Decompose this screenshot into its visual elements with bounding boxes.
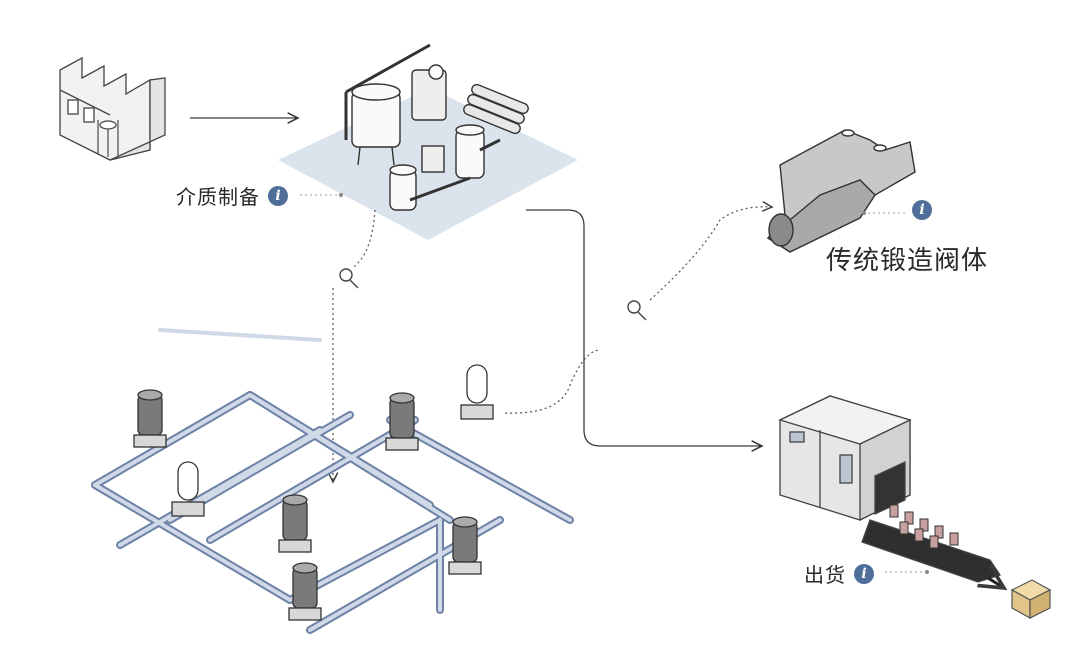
motor-valve (133, 389, 482, 621)
label-media-prep-text: 介质制备 (176, 185, 260, 209)
label-forged-valve-text: 传统锻造阀体 (826, 246, 989, 276)
info-forged-valve: i (912, 200, 932, 220)
label-shipment: 出货 i (804, 559, 874, 588)
output-arrow (988, 578, 1004, 588)
pipe-network (91, 328, 574, 634)
label-shipment-text: 出货 (804, 563, 846, 587)
media-prep-station (278, 43, 578, 240)
info-icon[interactable]: i (854, 563, 874, 584)
package-box-icon (1010, 579, 1052, 620)
magnifier-icon (627, 300, 647, 321)
info-icon[interactable]: i (268, 185, 288, 206)
magnifier-icon (339, 268, 359, 289)
flow-arrow-2 (526, 209, 762, 446)
info-icon[interactable]: i (912, 200, 932, 220)
forged-valve-body (766, 129, 916, 253)
factory-icon (59, 56, 166, 161)
label-forged-valve: 传统锻造阀体 (826, 240, 988, 277)
label-media-prep: 介质制备 i (176, 181, 288, 210)
actuator-valve (171, 364, 494, 517)
packaging-machine (778, 395, 1002, 583)
